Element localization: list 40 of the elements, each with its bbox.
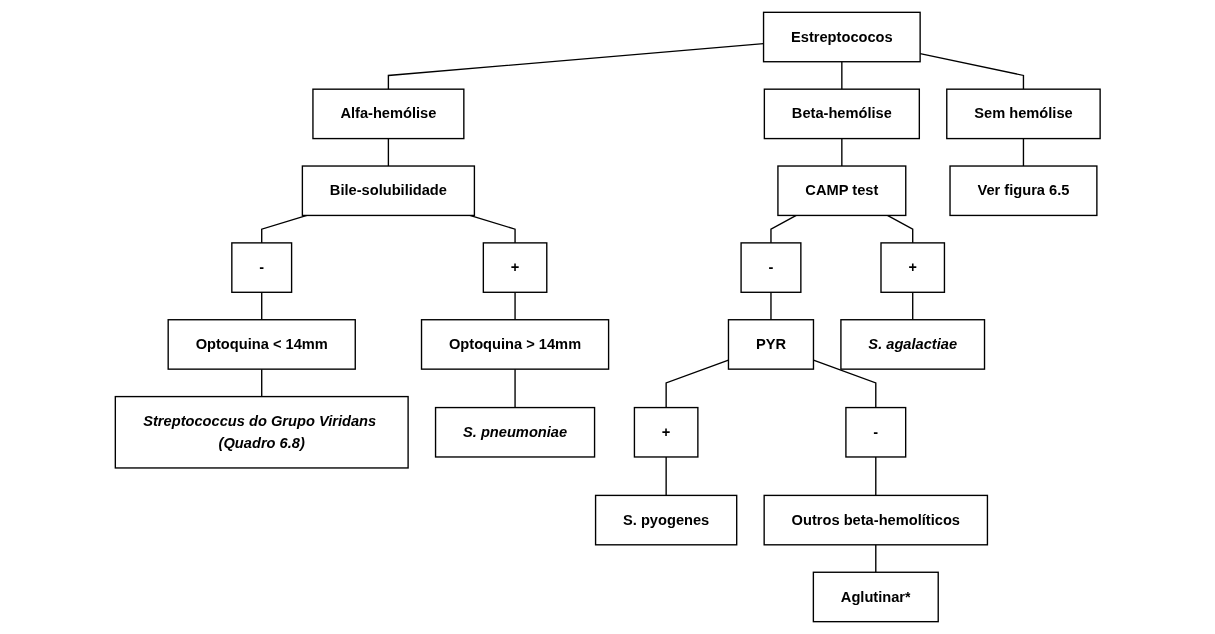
node-box: S. pneumoniae bbox=[434, 406, 595, 458]
connector bbox=[874, 456, 877, 497]
connector bbox=[770, 214, 797, 244]
connector bbox=[919, 52, 1024, 90]
node-box: Optoquina > 14mm bbox=[420, 319, 610, 370]
connector bbox=[1022, 137, 1024, 167]
connector bbox=[260, 291, 263, 321]
connector bbox=[514, 368, 516, 409]
connector bbox=[874, 544, 877, 573]
node-box: S. agalactiae bbox=[840, 319, 985, 370]
node-box: Optoquina < 14mm bbox=[167, 319, 356, 370]
connector bbox=[770, 291, 772, 321]
node-box: Alfa-hemólise bbox=[312, 88, 465, 140]
node-box: - bbox=[740, 242, 802, 293]
node-box: + bbox=[633, 406, 699, 458]
node-box: Ver figura 6.5 bbox=[949, 165, 1098, 217]
node-box: PYR bbox=[727, 319, 814, 370]
connector bbox=[665, 359, 729, 409]
connector bbox=[514, 291, 516, 321]
node-box: + bbox=[880, 242, 945, 293]
node-box: + bbox=[482, 242, 548, 293]
connector bbox=[387, 42, 764, 90]
connector bbox=[840, 61, 843, 90]
node-box: - bbox=[845, 406, 907, 458]
node-box: Outros beta-hemolíticos bbox=[763, 494, 988, 546]
node-box: Bile-solubilidade bbox=[301, 165, 475, 217]
connector bbox=[665, 456, 667, 497]
connector bbox=[840, 137, 843, 167]
connector bbox=[260, 368, 263, 398]
node-box: S. pyogenes bbox=[594, 494, 738, 546]
node-box: Estreptococos bbox=[762, 11, 921, 63]
node-box: Streptococcus do Grupo Viridans (Quadro 6.8) bbox=[114, 395, 409, 469]
connector bbox=[886, 214, 914, 244]
node-box: Aglutinar* bbox=[812, 571, 939, 623]
node-box: Sem hemólise bbox=[945, 88, 1101, 140]
connector bbox=[387, 137, 389, 167]
node-box: CAMP test bbox=[777, 165, 907, 217]
connector bbox=[911, 291, 914, 321]
node-box: - bbox=[230, 242, 293, 293]
node-box: Beta-hemólise bbox=[763, 88, 920, 140]
